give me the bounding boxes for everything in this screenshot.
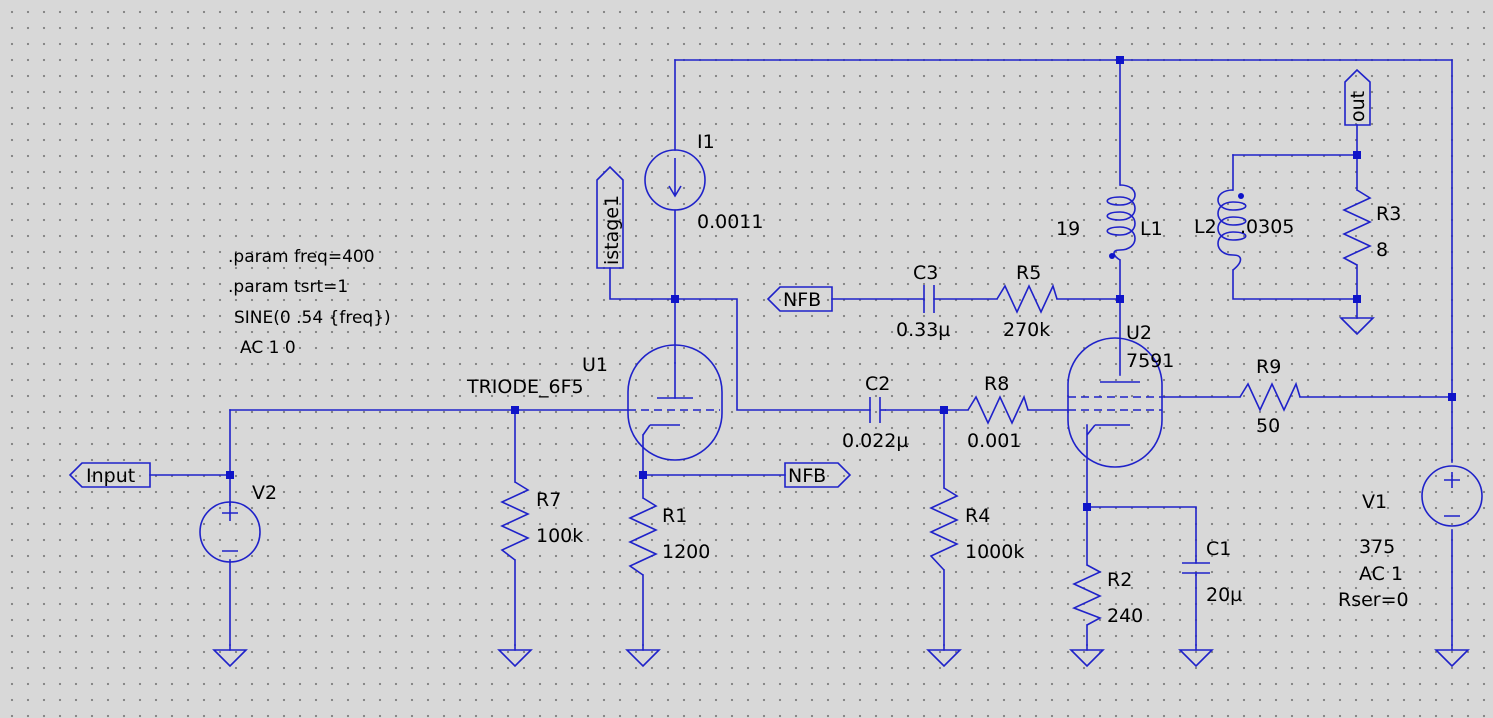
capacitors	[869, 285, 1210, 576]
label-R5-value: 270k	[1003, 319, 1050, 341]
svg-text:SINE(0 .54 {freq}): SINE(0 .54 {freq})	[234, 308, 391, 328]
svg-text:NFB: NFB	[783, 289, 821, 311]
label-C3-ref: C3	[913, 262, 938, 284]
label-R1-ref: R1	[662, 505, 687, 527]
wires	[149, 59, 1453, 646]
label-R7-ref: R7	[536, 489, 561, 511]
label-L2-value: .0305	[1240, 216, 1294, 238]
current-source-icon	[644, 149, 706, 211]
resistor-icon	[628, 497, 658, 576]
svg-text:istage1: istage1	[601, 195, 623, 265]
label-R7-value: 100k	[536, 525, 583, 547]
svg-text:out: out	[1347, 91, 1369, 122]
label-C1-value: 20µ	[1206, 584, 1242, 606]
label-V1-value: 375	[1359, 536, 1395, 558]
net-flag-input[interactable]: Input	[68, 462, 151, 488]
ground-icon	[497, 649, 533, 668]
label-V2-ref: V2	[252, 482, 277, 504]
component-labels: I1 0.0011 U1 TRIODE_6F5 U2 7591 V2 V1 37…	[252, 131, 1409, 627]
inductor-icon	[1217, 189, 1247, 271]
voltage-source-V1	[1421, 465, 1483, 527]
label-V1-rser: Rser=0	[1338, 589, 1409, 611]
label-L1-ref: L1	[1140, 218, 1163, 240]
resistor-icon	[1342, 189, 1372, 266]
svg-text:Input: Input	[86, 465, 135, 487]
ground-icon	[1178, 649, 1214, 668]
label-R4-ref: R4	[965, 505, 990, 527]
resistor-icon	[1239, 381, 1301, 412]
label-L2-ref: L2	[1194, 216, 1217, 238]
net-flag-out[interactable]: out	[1344, 68, 1371, 126]
inductor-icon	[1106, 184, 1136, 261]
label-C1-ref: C1	[1206, 538, 1231, 560]
label-L1-value: 19	[1056, 218, 1080, 240]
label-R2-ref: R2	[1107, 569, 1132, 591]
label-R5-ref: R5	[1016, 262, 1041, 284]
capacitor-icon	[1182, 562, 1210, 574]
label-R8-ref: R8	[984, 373, 1009, 395]
current-source-I1	[644, 149, 706, 211]
label-U1-model: TRIODE_6F5	[466, 376, 584, 398]
label-R4-value: 1000k	[965, 541, 1024, 563]
spice-directives[interactable]: .param freq=400 .param tsrt=1 SINE(0 .54…	[228, 247, 391, 358]
svg-text:.param tsrt=1: .param tsrt=1	[228, 277, 348, 297]
ground-icon	[1069, 649, 1105, 668]
label-C2-ref: C2	[865, 373, 890, 395]
label-U1-ref: U1	[582, 354, 608, 376]
label-R3-ref: R3	[1376, 203, 1401, 225]
label-R3-value: 8	[1376, 239, 1388, 261]
label-R9-value: 50	[1256, 415, 1280, 437]
junctions	[226, 56, 1456, 511]
ground-icon	[926, 649, 962, 668]
tube-U1	[627, 344, 723, 461]
ground-symbols	[212, 317, 1470, 668]
label-R1-value: 1200	[662, 541, 710, 563]
label-R2-value: 240	[1107, 605, 1143, 627]
svg-text:AC 1 0: AC 1 0	[240, 338, 296, 358]
net-flag-nfb-right[interactable]: NFB	[784, 462, 852, 488]
label-U2-model: 7591	[1126, 350, 1174, 372]
voltage-source-icon	[1421, 465, 1483, 527]
resistor-icon	[967, 394, 1029, 425]
resistor-icon	[996, 283, 1058, 314]
svg-text:.param freq=400: .param freq=400	[228, 247, 375, 267]
label-C3-value: 0.33µ	[896, 319, 950, 341]
resistor-icon	[1071, 564, 1102, 626]
label-V1-ac: AC 1	[1359, 563, 1403, 585]
svg-text:NFB: NFB	[788, 465, 826, 487]
voltage-source-V2	[199, 501, 261, 563]
pentode-tube-icon	[1067, 337, 1163, 468]
label-I1-ref: I1	[697, 131, 715, 153]
tube-U2	[1067, 337, 1165, 468]
ground-icon	[1339, 317, 1375, 336]
capacitor-icon	[869, 397, 881, 423]
label-R8-value: 0.001	[967, 430, 1021, 452]
resistor-icon	[500, 481, 530, 561]
triode-tube-icon	[627, 344, 723, 461]
inductors	[1106, 184, 1247, 271]
ground-icon	[1434, 649, 1470, 668]
resistor-icon	[929, 487, 959, 571]
net-flag-nfb-left[interactable]: NFB	[766, 286, 833, 312]
net-flag-istage1[interactable]: istage1	[596, 165, 624, 269]
label-R9-ref: R9	[1256, 356, 1281, 378]
capacitor-icon	[923, 285, 935, 313]
label-U2-ref: U2	[1126, 322, 1152, 344]
ground-icon	[625, 649, 661, 668]
label-C2-value: 0.022µ	[842, 430, 908, 452]
resistors	[500, 189, 1372, 626]
ground-icon	[212, 649, 248, 668]
label-I1-value: 0.0011	[697, 211, 763, 233]
label-V1-ref: V1	[1362, 491, 1387, 513]
